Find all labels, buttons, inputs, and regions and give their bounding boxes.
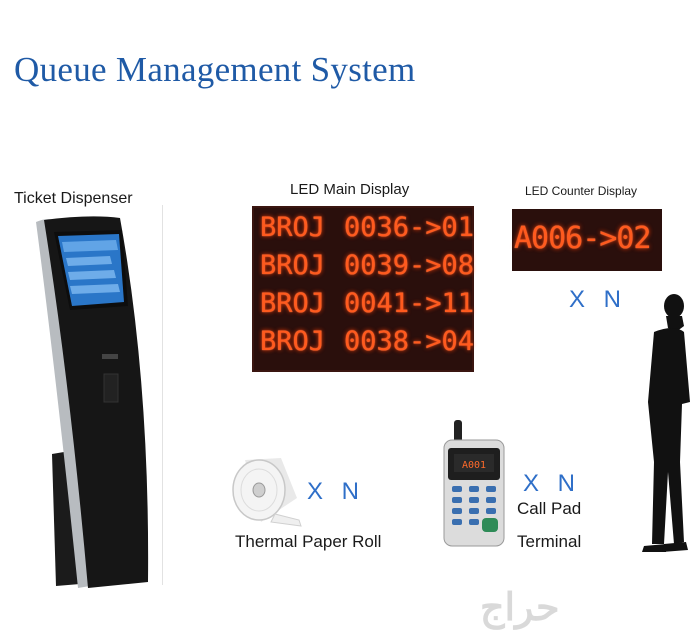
led-counter-display: A006->02: [512, 209, 662, 271]
paper-roll-label: Thermal Paper Roll: [235, 532, 382, 551]
call-pad-screen-text: A001: [462, 460, 486, 471]
led-row: BROJ 0039->08: [260, 250, 474, 286]
person-silhouette-image: [642, 294, 690, 552]
call-pad-label: Call Pad: [517, 499, 582, 518]
kiosk-side-trim: [36, 219, 90, 588]
led-row-number: 0038->04: [344, 326, 475, 357]
kiosk-image: [36, 216, 149, 588]
call-pad-multiplier: X N: [523, 470, 582, 497]
led-main-display-label: LED Main Display: [290, 181, 410, 198]
paper-roll-multiplier: X N: [307, 478, 366, 505]
kiosk-printer-door: [103, 373, 119, 403]
led-row-number: 0041->11: [344, 288, 475, 319]
counter-multiplier: X N: [569, 286, 628, 313]
led-row: BROJ 0036->01: [260, 212, 474, 248]
led-row-number: 0036->01: [344, 212, 475, 243]
led-row-code: BROJ: [260, 212, 326, 243]
led-main-display: BROJ 0036->01 BROJ 0039->08 BROJ 0041->1…: [252, 206, 474, 372]
led-row-number: 0039->08: [344, 250, 475, 281]
page-title: Queue Management System: [14, 50, 416, 89]
watermark-logo: حراج: [480, 587, 560, 629]
led-row-code: BROJ: [260, 250, 326, 281]
led-row-code: BROJ: [260, 326, 326, 357]
divider: [162, 205, 163, 585]
ticket-dispenser-label: Ticket Dispenser: [14, 190, 133, 207]
call-pad-image: A001: [443, 420, 505, 547]
kiosk-ticket-slot: [102, 354, 118, 359]
led-row-code: BROJ: [260, 288, 326, 319]
led-counter-text: A006->02: [514, 221, 651, 256]
led-counter-display-label: LED Counter Display: [525, 184, 638, 198]
terminal-label: Terminal: [517, 532, 582, 551]
led-row: BROJ 0038->04: [260, 326, 474, 362]
led-row: BROJ 0041->11: [260, 288, 474, 324]
paper-roll-image: [232, 458, 302, 527]
